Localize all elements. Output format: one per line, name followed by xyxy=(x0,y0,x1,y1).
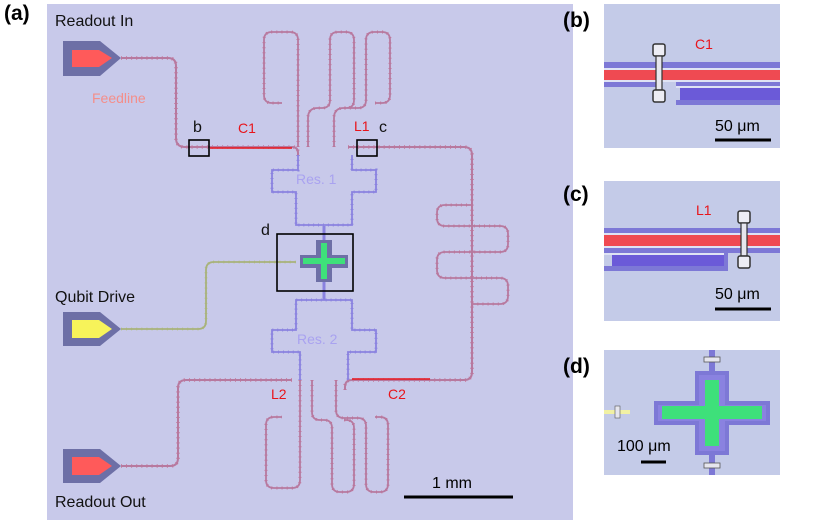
panel-b xyxy=(604,4,780,148)
readout-out-label: Readout Out xyxy=(55,494,146,511)
box-c-label: c xyxy=(379,119,387,136)
scale-label-c: 50 μm xyxy=(715,286,760,303)
readout-in-pad xyxy=(63,41,121,76)
box-d xyxy=(276,233,354,292)
lower-meander-core xyxy=(265,380,389,493)
c2-label: C2 xyxy=(388,386,406,402)
air-bridge-b xyxy=(652,43,666,103)
qubit-drive-pad xyxy=(63,312,121,346)
resonator-1-core xyxy=(271,155,377,226)
panel-c xyxy=(604,181,780,321)
res-2-label: Res. 2 xyxy=(297,331,338,347)
readout-out-pad xyxy=(63,449,121,483)
feedline-label: Feedline xyxy=(92,90,146,106)
panel-a xyxy=(47,4,573,520)
panel-b-label: (b) xyxy=(563,9,590,32)
l1-label: L1 xyxy=(354,118,370,134)
box-d-label: d xyxy=(261,222,270,239)
res-1-label: Res. 1 xyxy=(296,171,337,187)
qubit-drive-label: Qubit Drive xyxy=(55,289,135,306)
l2-label: L2 xyxy=(271,386,287,402)
scale-label-a: 1 mm xyxy=(432,475,472,492)
qubit-drive-core xyxy=(121,261,296,330)
box-b xyxy=(188,139,210,157)
c1-label: C1 xyxy=(238,120,256,136)
box-c xyxy=(356,139,378,157)
qubit-cross xyxy=(300,226,348,300)
right-meander-core xyxy=(436,204,509,305)
box-b-label: b xyxy=(193,119,202,136)
panel-a-label: (a) xyxy=(4,2,30,25)
feedline-core xyxy=(121,57,473,467)
panel-d xyxy=(604,350,780,475)
scale-label-d: 100 μm xyxy=(617,438,671,455)
scale-label-b: 50 μm xyxy=(715,118,760,135)
readout-in-label: Readout In xyxy=(55,13,133,30)
upper-meander-core xyxy=(263,31,391,147)
panel-d-label: (d) xyxy=(563,355,590,378)
inset-b-c1-label: C1 xyxy=(695,36,713,52)
panel-c-label: (c) xyxy=(563,183,589,206)
air-bridge-c xyxy=(737,210,751,269)
inset-c-l1-label: L1 xyxy=(696,202,712,218)
